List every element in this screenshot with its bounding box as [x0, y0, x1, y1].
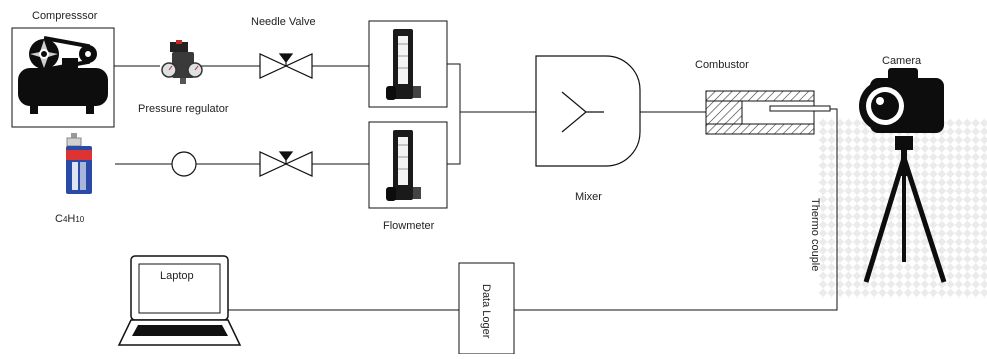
combustor-label: Combustor [695, 59, 749, 71]
laptop-label: Laptop [160, 270, 194, 282]
compressor-label: Compresssor [32, 10, 97, 22]
combustor-icon [706, 91, 830, 134]
flowmeter-merge-bracket [447, 64, 460, 164]
flowmeter-bottom-icon [369, 122, 447, 208]
flow-circle-icon [172, 152, 196, 176]
needle-valve-bottom-icon [260, 152, 312, 176]
needle-valve-top-icon [260, 54, 312, 78]
butane-canister-icon [66, 133, 92, 194]
flowmeter-label: Flowmeter [383, 220, 434, 232]
mixer-label: Mixer [575, 191, 602, 203]
data-logger-label: Data Loger [480, 284, 492, 338]
mixer-icon [536, 56, 640, 166]
flowmeter-top-icon [369, 21, 447, 107]
camera-label: Camera [882, 55, 921, 67]
thermo-couple-label: Thermo couple [809, 198, 821, 271]
needle-valve-label: Needle Valve [251, 16, 316, 28]
compressor-icon [12, 28, 114, 127]
pressure-regulator-icon [162, 40, 202, 84]
fuel-label: C4H10 [55, 213, 84, 225]
pressure-regulator-label: Pressure regulator [138, 103, 229, 115]
